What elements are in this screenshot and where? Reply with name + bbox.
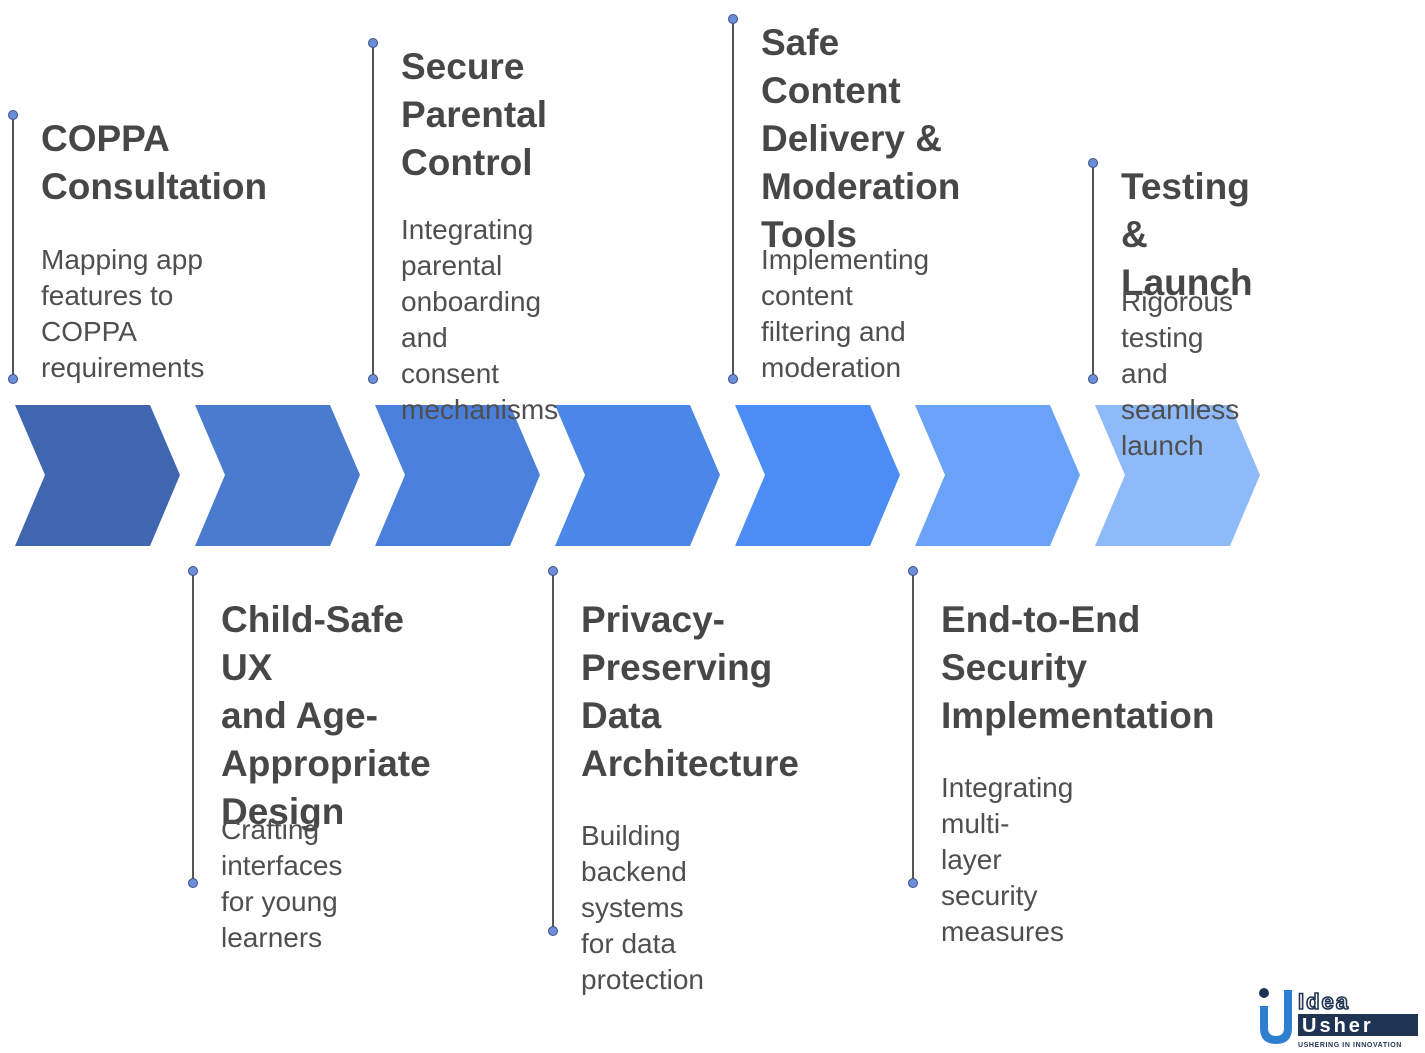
step-title-line: Child-Safe UX: [221, 599, 404, 688]
connector-line: [1092, 163, 1094, 379]
logo-brand-top: Idea: [1298, 989, 1350, 1014]
step-title-line: Privacy-: [581, 599, 725, 640]
step-desc-line: content filtering and: [761, 280, 906, 347]
step-desc-line: requirements: [41, 352, 205, 383]
chevron-step-3: [375, 405, 540, 546]
step-desc-line: systems for data: [581, 892, 684, 959]
step-description: Building backend systems for data protec…: [581, 818, 704, 998]
connector-dot-bottom: [548, 926, 558, 936]
step-desc-line: Integrating parental: [401, 214, 534, 281]
logo-tagline: USHERING IN INNOVATION: [1298, 1042, 1402, 1049]
step-description: Implementing content filtering and moder…: [761, 242, 929, 386]
step-description: Crafting interfaces for young learners: [221, 812, 342, 956]
step-desc-line: consent: [401, 358, 500, 389]
connector-dot-top: [548, 566, 558, 576]
step-title-line: Secure: [401, 46, 525, 87]
step-desc-line: onboarding and: [401, 286, 542, 353]
connector-dot-top: [188, 566, 198, 576]
chevron-step-4: [555, 405, 720, 546]
connector-dot-bottom: [8, 374, 18, 384]
logo-brand-bar: [1298, 1014, 1418, 1036]
step-title-line: Security: [941, 647, 1088, 688]
connector-dot-top: [368, 38, 378, 48]
idea-usher-logo: Idea Usher USHERING IN INNOVATION: [1259, 988, 1418, 1049]
connector-dot-top: [728, 14, 738, 24]
logo-brand-bottom: Usher: [1302, 1015, 1374, 1037]
step-title: Safe Content Delivery & Moderation Tools: [761, 19, 960, 259]
connector-dot-top: [8, 110, 18, 120]
connector-dot-bottom: [728, 374, 738, 384]
connector-dot-bottom: [188, 878, 198, 888]
step-title-line: Parental: [401, 94, 548, 135]
step-title: Child-Safe UX and Age- Appropriate Desig…: [221, 596, 431, 836]
step-title-line: Design: [221, 791, 345, 832]
step-desc-line: Integrating multi-: [941, 772, 1074, 839]
step-title-line: End-to-End: [941, 599, 1141, 640]
connector-line: [372, 43, 374, 379]
chevron-step-2: [195, 405, 360, 546]
step-desc-line: Building backend: [581, 820, 687, 887]
step-description: Mapping app features to COPPA requiremen…: [41, 242, 204, 386]
step-title: COPPA Consultation: [41, 115, 267, 211]
step-title-line: Implementation: [941, 695, 1215, 736]
connector-dot-top: [1088, 158, 1098, 168]
connector-line: [12, 115, 14, 379]
step-title-line: Architecture: [581, 743, 799, 784]
step-title-line: Launch: [1121, 262, 1253, 303]
chevron-step-1: [15, 405, 180, 546]
step-title: Secure Parental Control: [401, 43, 547, 187]
connector-dot-bottom: [1088, 374, 1098, 384]
connector-dot-bottom: [908, 878, 918, 888]
step-title: End-to-End Security Implementation: [941, 596, 1214, 740]
step-title-line: Data: [581, 695, 662, 736]
step-desc-line: layer security: [941, 844, 1038, 911]
step-title: Testing & Launch: [1121, 163, 1253, 307]
connector-line: [732, 19, 734, 379]
step-desc-line: protection: [581, 964, 704, 995]
step-desc-line: Rigorous testing and: [1121, 286, 1234, 389]
step-desc-line: features to COPPA: [41, 280, 174, 347]
chevron-step-6: [915, 405, 1080, 546]
step-description: Integrating parental onboarding and cons…: [401, 212, 558, 428]
logo-u-icon: [1260, 990, 1292, 1044]
step-desc-line: seamless launch: [1121, 394, 1240, 461]
step-desc-line: for young learners: [221, 886, 338, 953]
step-desc-line: moderation: [761, 352, 902, 383]
step-desc-line: Mapping app: [41, 244, 203, 275]
connector-line: [552, 571, 554, 931]
step-description: Integrating multi- layer security measur…: [941, 770, 1073, 950]
step-title-line: Tools: [761, 214, 857, 255]
connector-line: [912, 571, 914, 883]
step-title-line: Testing &: [1121, 166, 1250, 255]
connector-dot-top: [908, 566, 918, 576]
step-title-line: COPPA: [41, 118, 170, 159]
step-title-line: Consultation: [41, 166, 268, 207]
connector-dot-bottom: [368, 374, 378, 384]
step-title-line: Appropriate: [221, 743, 431, 784]
step-desc-line: Implementing: [761, 244, 930, 275]
step-title-line: and Age-: [221, 695, 378, 736]
step-desc-line: mechanisms: [401, 394, 559, 425]
step-desc-line: Crafting interfaces: [221, 814, 343, 881]
step-title-line: Safe Content: [761, 22, 901, 111]
step-title: Privacy- Preserving Data Architecture: [581, 596, 799, 788]
step-title-line: Preserving: [581, 647, 773, 688]
logo-dot-icon: [1259, 988, 1269, 998]
step-description: Rigorous testing and seamless launch: [1121, 284, 1239, 464]
step-desc-line: measures: [941, 916, 1064, 947]
step-title-line: Delivery &: [761, 118, 942, 159]
chevron-step-7: [1095, 405, 1260, 546]
chevron-step-5: [735, 405, 900, 546]
connector-line: [192, 571, 194, 883]
step-title-line: Control: [401, 142, 533, 183]
step-title-line: Moderation: [761, 166, 961, 207]
